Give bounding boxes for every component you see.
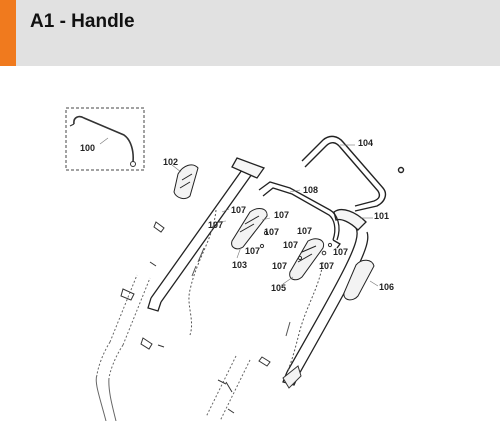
callout-107: 107 bbox=[297, 226, 312, 236]
part-106 bbox=[343, 259, 375, 301]
callout-107: 107 bbox=[283, 240, 298, 250]
callout-101: 101 bbox=[374, 211, 389, 221]
callout-106: 106 bbox=[379, 282, 394, 292]
header-bar: A1 - Handle bbox=[0, 0, 500, 66]
hardware bbox=[120, 221, 333, 414]
lower-handle bbox=[95, 274, 251, 421]
callout-105: 105 bbox=[271, 283, 286, 293]
cable-left bbox=[188, 209, 217, 336]
callout-107: 107 bbox=[274, 210, 289, 220]
callout-107: 107 bbox=[333, 247, 348, 257]
callout-107: 107 bbox=[231, 205, 246, 215]
callout-102: 102 bbox=[163, 157, 178, 167]
callout-107: 107 bbox=[264, 227, 279, 237]
part-103 bbox=[231, 208, 268, 250]
detail-box-100 bbox=[65, 107, 145, 171]
leader-lines bbox=[99, 137, 379, 287]
left-handle-bar bbox=[147, 157, 266, 312]
callout-107: 107 bbox=[208, 220, 223, 230]
callout-107: 107 bbox=[245, 246, 260, 256]
part-102 bbox=[173, 164, 199, 200]
callout-107: 107 bbox=[319, 261, 334, 271]
callout-103: 103 bbox=[232, 260, 247, 270]
part-105 bbox=[289, 238, 325, 281]
callout-104: 104 bbox=[358, 138, 373, 148]
page-title: A1 - Handle bbox=[30, 11, 135, 32]
callout-107: 107 bbox=[272, 261, 287, 271]
header-accent bbox=[0, 0, 16, 66]
callout-100: 100 bbox=[80, 143, 95, 153]
cable-right bbox=[285, 261, 324, 371]
upper-bail-104 bbox=[301, 135, 405, 212]
lower-bail-108 bbox=[258, 181, 341, 249]
callout-108: 108 bbox=[303, 185, 318, 195]
